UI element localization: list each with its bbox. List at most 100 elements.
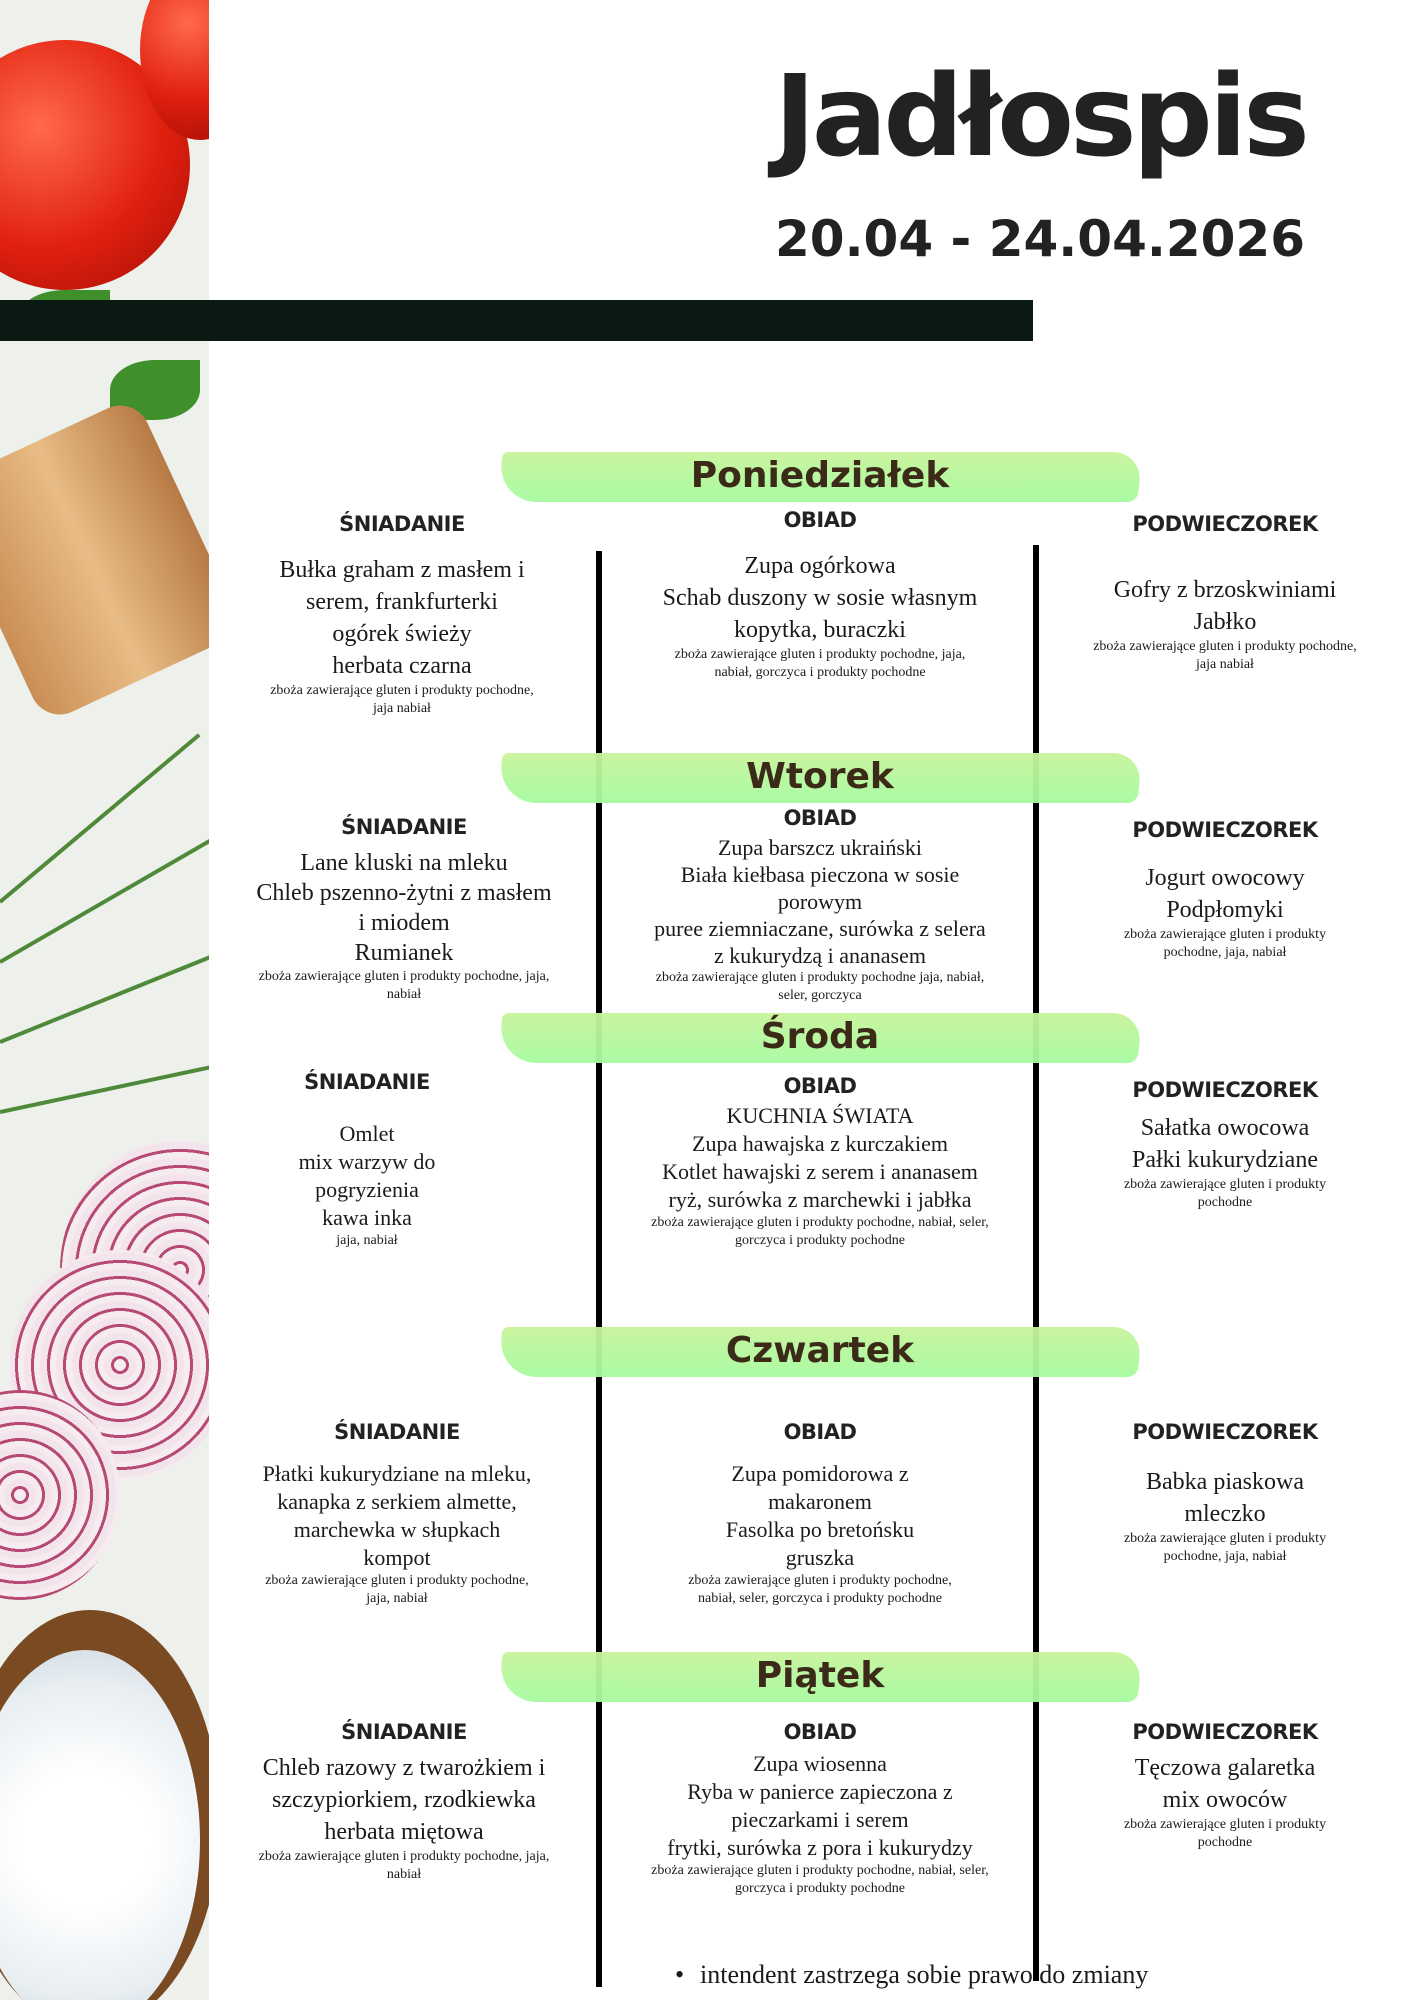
dish-line: Babka piaskowa — [1146, 1469, 1304, 1495]
dish-line: i miodem — [358, 910, 450, 936]
allergen-info: nabiał, gorczyca i produkty pochodne — [714, 665, 926, 680]
salt-image — [0, 1650, 200, 2000]
day-banner: Poniedziałek — [497, 452, 1143, 502]
dish-line: frytki, surówka z pora i kukurydzy — [667, 1835, 973, 1860]
dish-line: Fasolka po bretońsku — [725, 1517, 915, 1542]
dish-line: kawa inka — [322, 1205, 412, 1230]
dish-line: Schab duszony w sosie własnym — [662, 585, 978, 611]
day-name: Piątek — [755, 1655, 885, 1696]
allergen-info: pochodne — [1197, 1195, 1253, 1210]
dish-line: z kukurydzą i ananasem — [714, 943, 926, 968]
dish-line: ogórek świeży — [332, 621, 472, 647]
allergen-info: pochodne, jaja, nabiał — [1163, 945, 1287, 960]
allergen-info: zboża zawierające gluten i produkty poch… — [258, 969, 550, 984]
dish-line: Zupa ogórkowa — [744, 553, 896, 579]
dish-line: szczypiorkiem, rzodkiewka — [272, 1787, 536, 1813]
dish-line: pogryzienia — [315, 1177, 419, 1202]
lunch-heading: OBIAD — [783, 1074, 857, 1098]
column-divider — [1033, 545, 1039, 1981]
dish-line: Chleb razowy z twarożkiem i — [262, 1755, 546, 1781]
dish-line: Pałki kukurydziane — [1132, 1147, 1318, 1173]
allergen-info: zboża zawierające gluten i produkty — [1123, 1177, 1327, 1192]
breakfast-heading: ŚNIADANIE — [339, 512, 465, 536]
allergen-info: zboża zawierające gluten i produkty poch… — [265, 1573, 529, 1588]
allergen-info: zboża zawierające gluten i produkty poch… — [688, 1573, 952, 1588]
dish-line: Zupa wiosenna — [753, 1751, 887, 1776]
dish-line: mix warzyw do — [298, 1149, 436, 1174]
allergen-info: pochodne — [1197, 1835, 1253, 1850]
dish-line: mix owoców — [1162, 1787, 1288, 1813]
dish-line: herbata miętowa — [324, 1819, 484, 1845]
allergen-info: pochodne, jaja, nabiał — [1163, 1549, 1287, 1564]
allergen-info: zboża zawierające gluten i produkty — [1123, 927, 1327, 942]
pepper-grinder-image — [0, 395, 209, 725]
allergen-info: zboża zawierające gluten i produkty — [1123, 1817, 1327, 1832]
breakfast-heading: ŚNIADANIE — [304, 1070, 430, 1094]
dish-line: mleczko — [1184, 1501, 1266, 1527]
dish-line: Kotlet hawajski z serem i ananasem — [662, 1159, 978, 1184]
lunch-heading: OBIAD — [783, 806, 857, 830]
day-name: Wtorek — [746, 756, 894, 797]
allergen-info: nabiał, seler, gorczyca i produkty pocho… — [698, 1591, 942, 1606]
day-name: Poniedziałek — [690, 455, 950, 496]
allergen-info: jaja, nabiał — [336, 1233, 398, 1248]
dish-line: gruszka — [785, 1545, 855, 1570]
lunch-heading: OBIAD — [783, 508, 857, 532]
allergen-info: jaja, nabiał — [366, 1591, 428, 1606]
breakfast-menu: Chleb razowy z twarożkiem i szczypiorkiem… — [212, 1752, 596, 1884]
dish-line: Biała kiełbasa pieczona w sosie — [680, 862, 960, 887]
dish-line: Zupa pomidorowa z — [731, 1461, 909, 1486]
snack-heading: PODWIECZOREK — [1132, 1420, 1318, 1444]
breakfast-heading: ŚNIADANIE — [341, 815, 467, 839]
allergen-info: jaja nabiał — [373, 701, 431, 716]
dish-line: puree ziemniaczane, surówka z selera — [654, 916, 986, 941]
dish-line: pieczarkami i serem — [731, 1807, 909, 1832]
day-banner: Piątek — [497, 1652, 1143, 1702]
dish-line: kopytka, buraczki — [734, 617, 906, 643]
lunch-heading: OBIAD — [783, 1720, 857, 1744]
allergen-info: zboża zawierające gluten i produkty poch… — [258, 1849, 550, 1864]
dish-line: Jabłko — [1193, 609, 1257, 635]
allergen-info: zboża zawierające gluten i produkty poch… — [674, 647, 966, 662]
dish-line: Sałatka owocowa — [1140, 1115, 1310, 1141]
allergen-info: zboża zawierające gluten i produkty poch… — [651, 1215, 989, 1230]
dish-line: Ryba w panierce zapieczona z — [687, 1779, 953, 1804]
allergen-info: zboża zawierające gluten i produkty poch… — [1093, 639, 1357, 654]
dish-line: Chleb pszenno-żytni z masłem — [256, 880, 552, 906]
dish-line: porowym — [777, 889, 863, 914]
breakfast-heading: ŚNIADANIE — [341, 1720, 467, 1744]
dish-line: Podpłomyki — [1166, 897, 1284, 923]
dish-line: Płatki kukurydziane na mleku, — [262, 1461, 532, 1486]
dish-line: marchewka w słupkach — [293, 1517, 501, 1542]
day-name: Czwartek — [725, 1330, 915, 1371]
header-divider-bar — [0, 300, 1033, 341]
day-banner: Środa — [497, 1013, 1143, 1063]
allergen-info: zboża zawierające gluten i produkty poch… — [270, 683, 534, 698]
date-range: 20.04 - 24.04.2026 — [774, 210, 1306, 268]
allergen-info: gorczyca i produkty pochodne — [735, 1881, 905, 1896]
allergen-info: gorczyca i produkty pochodne — [735, 1233, 905, 1248]
snack-heading: PODWIECZOREK — [1132, 1720, 1318, 1744]
dish-line: Bułka graham z masłem i — [279, 557, 525, 583]
dish-line: KUCHNIA ŚWIATA — [726, 1103, 914, 1128]
snack-heading: PODWIECZOREK — [1132, 818, 1318, 842]
dish-line: Rumianek — [354, 940, 454, 966]
breakfast-heading: ŚNIADANIE — [334, 1420, 460, 1444]
breakfast-menu: Bułka graham z masłem i serem, frankfurte… — [212, 554, 592, 718]
snack-heading: PODWIECZOREK — [1132, 512, 1318, 536]
allergen-info: zboża zawierające gluten i produkty poch… — [655, 970, 985, 985]
page-title: Jadłospis — [774, 52, 1310, 182]
dish-line: ryż, surówka z marchewki i jabłka — [668, 1187, 972, 1212]
dish-line: serem, frankfurterki — [306, 589, 498, 615]
allergen-info: zboża zawierające gluten i produkty poch… — [651, 1863, 989, 1878]
